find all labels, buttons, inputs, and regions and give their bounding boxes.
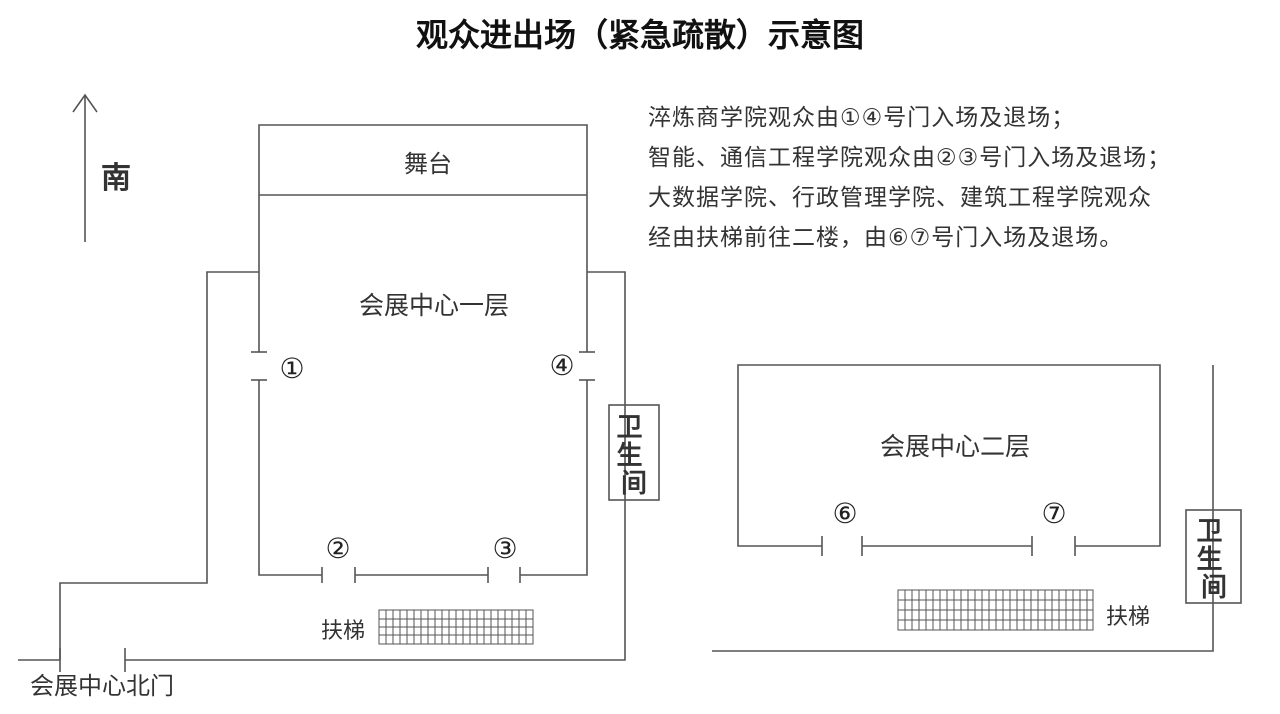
floor1-escalator-label: 扶梯 — [321, 619, 365, 644]
north-gate-label: 会展中心北门 — [30, 672, 174, 700]
stage-label: 舞台 — [404, 150, 452, 178]
instruction-line: 大数据学院、行政管理学院、建筑工程学院观众 — [648, 185, 1152, 211]
floor1-hall-outline — [251, 124, 595, 583]
floor2-escalator-label: 扶梯 — [1106, 605, 1150, 630]
floor1-hall-label: 会展中心一层 — [359, 291, 509, 320]
page-title: 观众进出场（紧急疏散）示意图 — [415, 16, 864, 54]
compass-label: 南 — [101, 161, 131, 196]
instructions-panel: 淬炼商学院观众由①④号门入场及退场； 智能、通信工程学院观众由②③号门入场及退场… — [648, 98, 1280, 258]
instruction-line: 淬炼商学院观众由①④号门入场及退场； — [648, 105, 1076, 131]
floor2-restroom-box — [1185, 509, 1242, 604]
door-2-label: ② — [325, 532, 350, 565]
door-4-label: ④ — [549, 349, 574, 382]
floor1-restroom-box — [608, 404, 660, 501]
door-3-label: ③ — [492, 532, 517, 565]
instruction-line: 经由扶梯前往二楼，由⑥⑦号门入场及退场。 — [648, 225, 1124, 251]
door-1-label: ① — [279, 352, 304, 385]
north-arrow-icon — [72, 93, 98, 242]
floor2-hall-outline — [712, 364, 1214, 652]
floor1-restroom-label: 卫 生 间 — [616, 413, 651, 499]
floor1-corridor-outline — [18, 271, 626, 672]
floor2-restroom-label: 卫 生 间 — [1196, 517, 1231, 603]
door-7-label: ⑦ — [1041, 497, 1066, 530]
instruction-line: 智能、通信工程学院观众由②③号门入场及退场； — [648, 145, 1172, 171]
floor2-hall-label: 会展中心二层 — [880, 432, 1030, 461]
door-6-label: ⑥ — [832, 497, 857, 530]
